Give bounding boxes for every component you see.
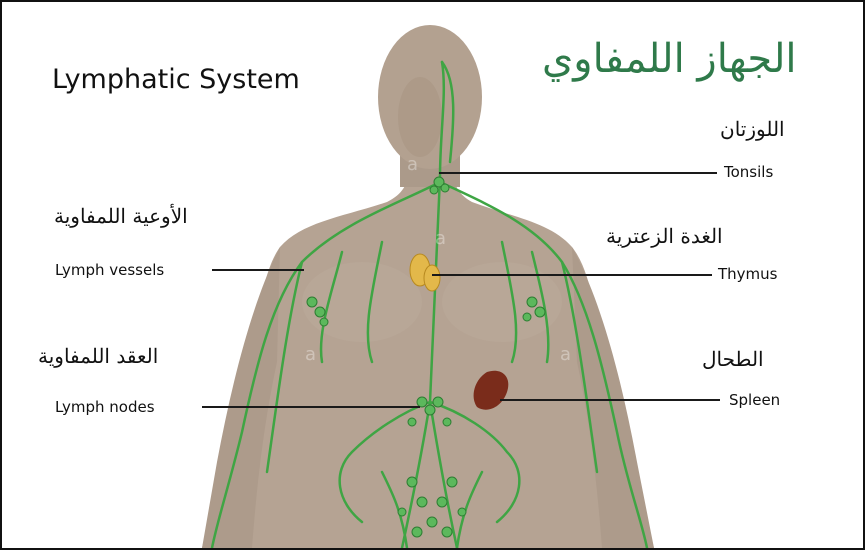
spleen-label-arabic: الطحال: [702, 347, 764, 371]
title-english: Lymphatic System: [52, 64, 300, 95]
thymus-label-english: Thymus: [718, 265, 777, 283]
lymph-vessels-label-english: Lymph vessels: [55, 261, 164, 279]
tonsils-label-english: Tonsils: [724, 163, 773, 181]
lymph-vessels-leader-line: [212, 269, 304, 271]
spleen-leader-line: [500, 399, 720, 401]
thymus-label-arabic: الغدة الزعترية: [606, 224, 723, 248]
tonsils-leader-line: [439, 172, 717, 174]
watermark-mark: a: [435, 228, 446, 249]
thymus-leader-line: [432, 274, 712, 276]
watermark-mark: a: [560, 344, 571, 365]
lymph-nodes-leader-line: [202, 406, 420, 408]
tonsils-label-arabic: اللوزتان: [720, 117, 785, 141]
watermark-mark: a: [407, 154, 418, 175]
lymph-nodes-label-english: Lymph nodes: [55, 398, 155, 416]
lymph-vessels-label-arabic: الأوعية اللمفاوية: [54, 204, 188, 228]
title-arabic: الجهاز اللمفاوي: [542, 36, 797, 82]
spleen-label-english: Spleen: [729, 391, 780, 409]
face-shade: [398, 77, 442, 157]
watermark-mark: a: [305, 344, 316, 365]
lymph-nodes-label-arabic: العقد اللمفاوية: [38, 344, 158, 368]
chest-shade: [302, 262, 422, 342]
